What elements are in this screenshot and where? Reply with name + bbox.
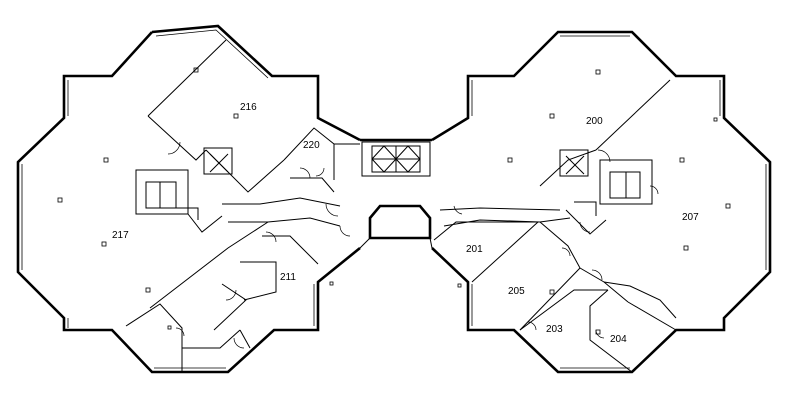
- right-wing-interior: [433, 79, 677, 373]
- central-core: [359, 138, 433, 249]
- room-label-205: 205: [508, 286, 525, 297]
- room-label-217: 217: [112, 230, 129, 241]
- room-label-211: 211: [280, 272, 296, 283]
- column-markers: [57, 67, 731, 335]
- right-wing-outer-wall: [431, 30, 772, 374]
- room-label-203: 203: [546, 324, 563, 335]
- room-label-204: 204: [610, 334, 627, 345]
- room-label-220: 220: [303, 140, 320, 151]
- room-label-207: 207: [682, 212, 699, 223]
- room-label-216: 216: [240, 102, 257, 113]
- room-labels: 216 220 217 211 200 207 201 205 203 204: [112, 102, 699, 345]
- left-wing-outer-wall: [16, 24, 361, 374]
- room-label-200: 200: [586, 116, 603, 127]
- room-label-201: 201: [466, 244, 483, 255]
- left-wing-interior: [125, 39, 360, 372]
